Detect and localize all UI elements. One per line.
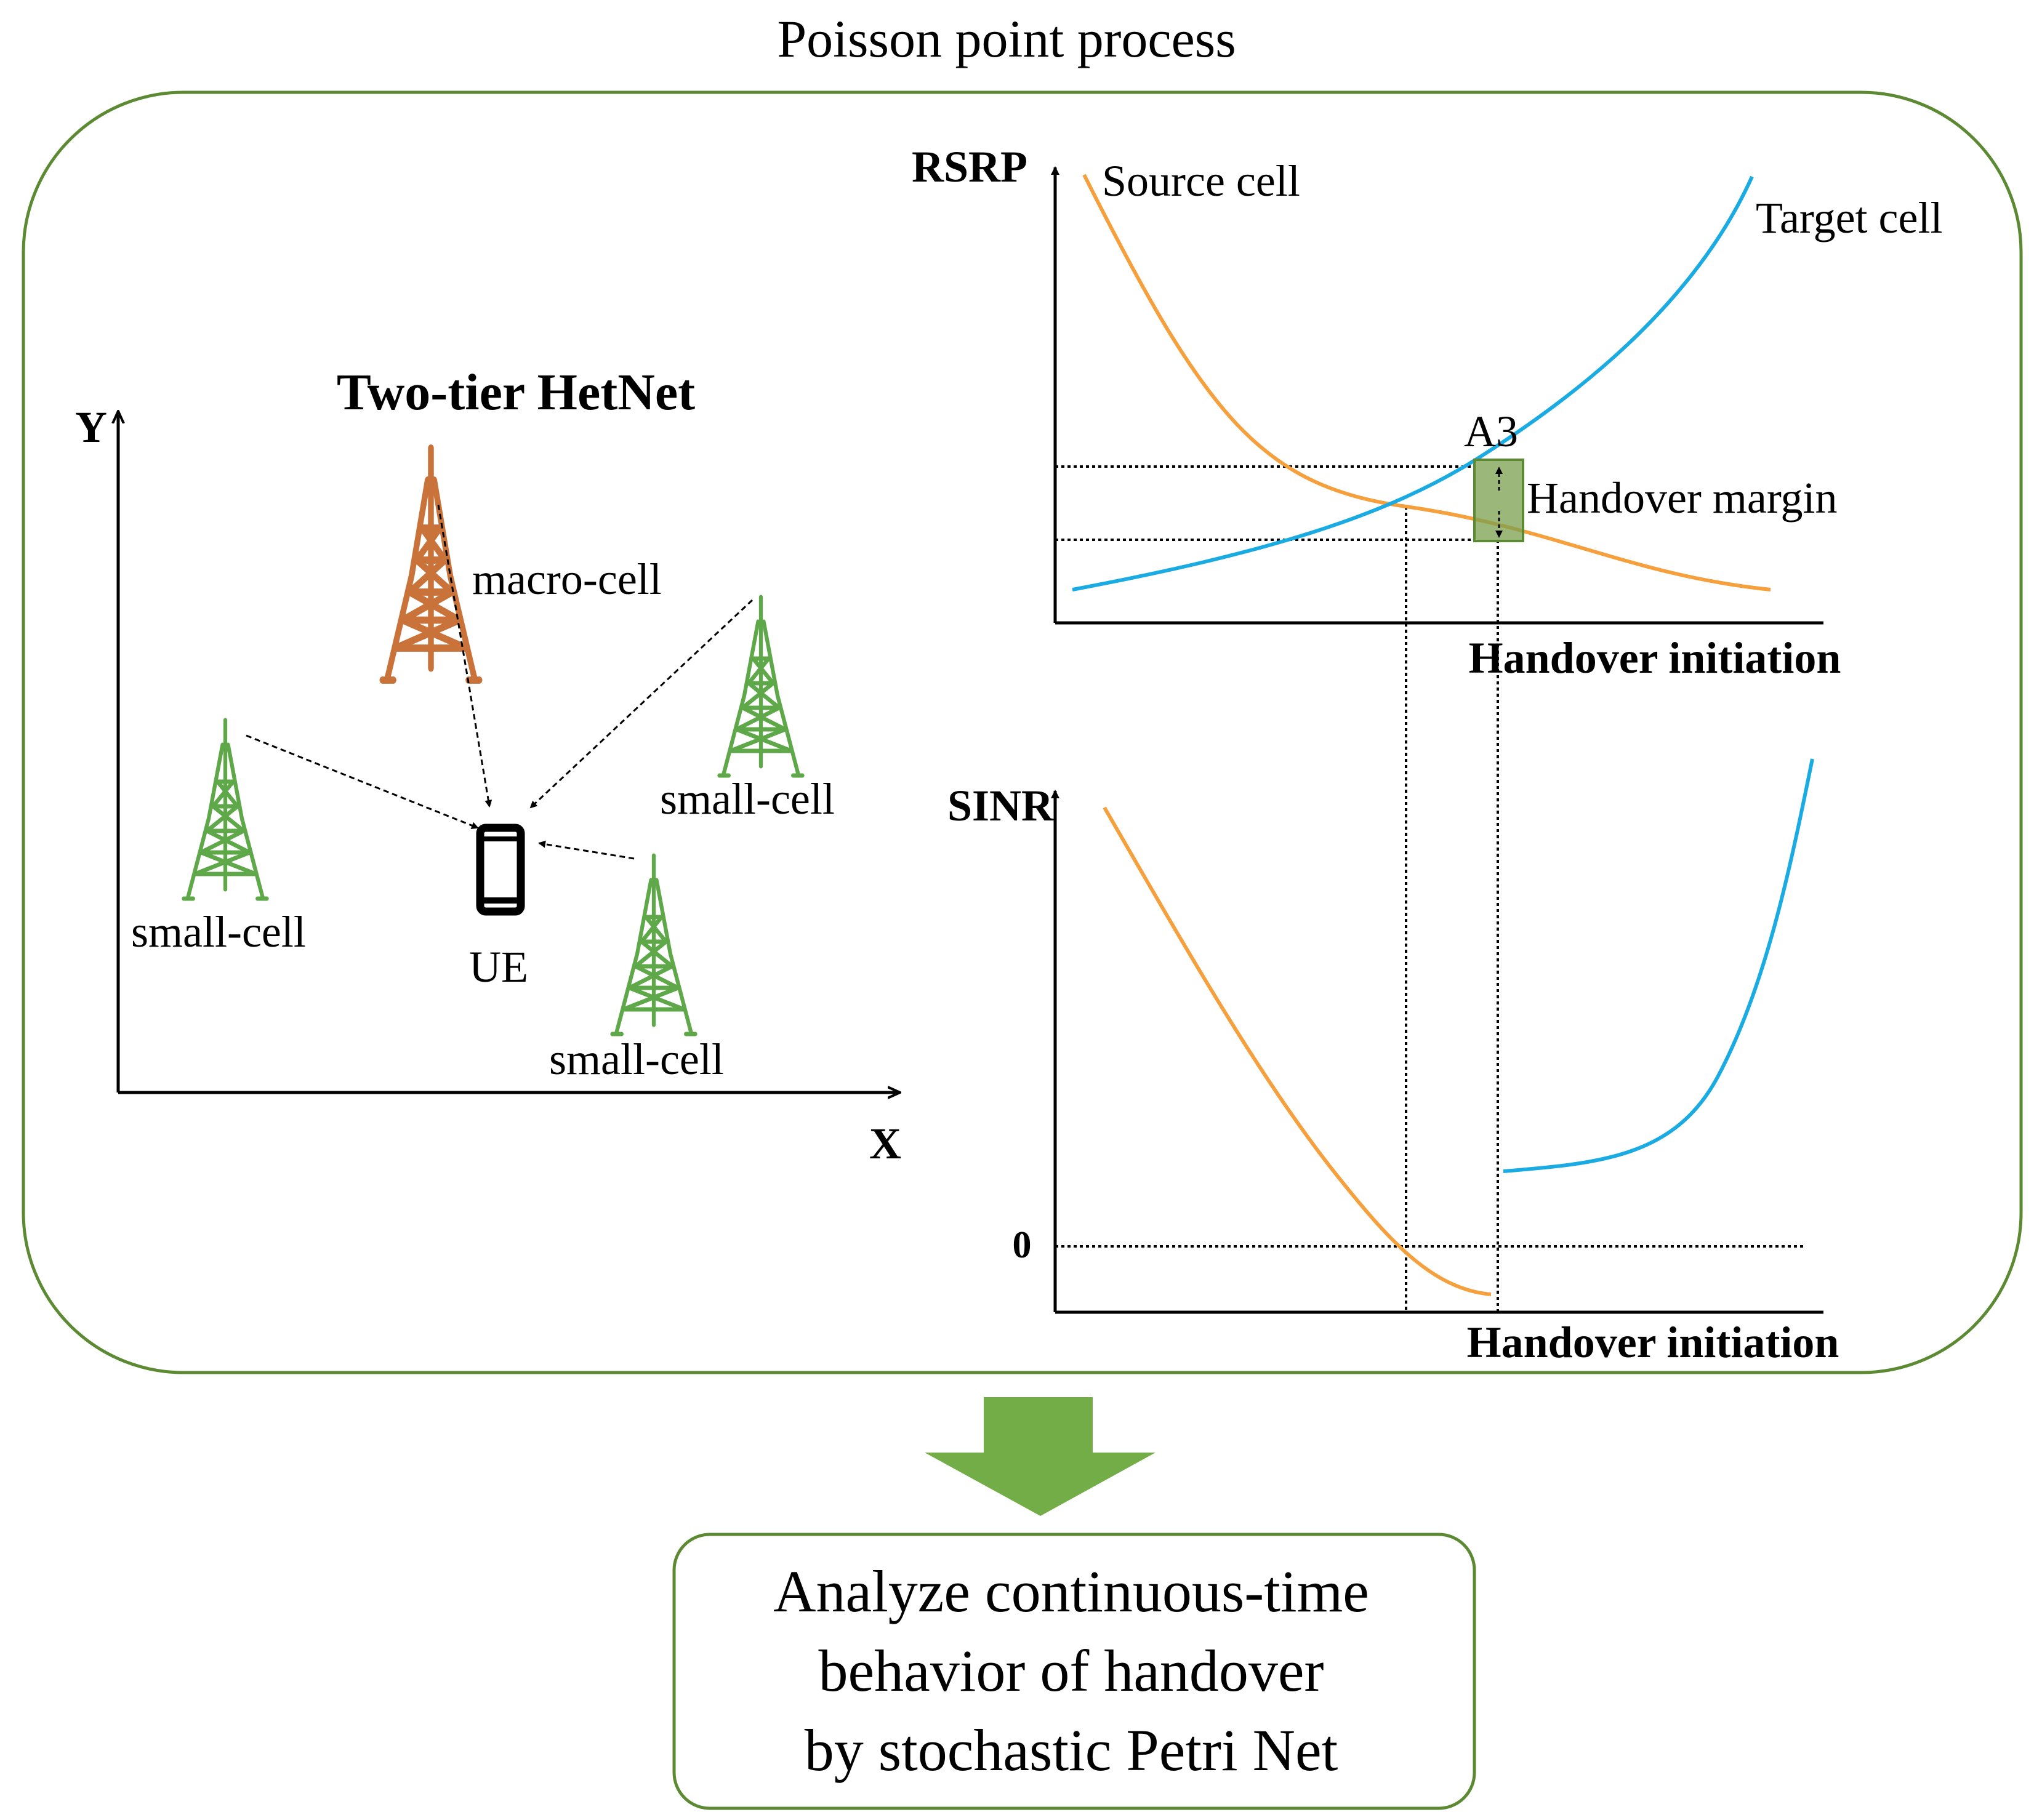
small-cell-label-left: small-cell [131,907,306,956]
signal-arrows [246,504,754,860]
sinr-target-curve [1503,758,1814,1173]
conclusion-line-1: Analyze continuous-time [773,1558,1369,1624]
small-cell-label-right: small-cell [660,774,835,824]
main-frame [22,90,2023,1374]
conclusion-box: Analyze continuous-time behavior of hand… [672,1533,1476,1810]
rsrp-target-curve [1072,175,1754,591]
small-cell-label-bottom: small-cell [549,1035,724,1084]
sinr-x-label: Handover initiation [1467,1318,1839,1367]
small-cell-tower-icon-bottom [613,856,696,1034]
a3-event-label: A3 [1464,407,1518,456]
flow-down-arrow [925,1397,1156,1516]
ue-phone-icon [476,824,525,916]
ue-label: UE [469,942,528,992]
sinr-zero-label: 0 [1013,1224,1032,1266]
macro-cell-label: macro-cell [472,555,662,604]
rsrp-plot: RSRP Source cell Target cell A3 Handover… [912,142,1942,1312]
hetnet-y-axis-label: Y [75,403,107,452]
rsrp-y-label: RSRP [912,142,1027,191]
page-title: Poisson point process [777,9,1236,68]
sinr-y-label: SINR [947,781,1054,830]
hetnet-title: Two-tier HetNet [337,364,695,421]
sinr-source-curve [1103,806,1492,1296]
handover-margin-box [1473,459,1524,542]
source-cell-label: Source cell [1102,156,1300,206]
macro-cell-tower-icon [382,448,480,680]
conclusion-line-2: behavior of handover [818,1638,1324,1704]
conclusion-line-3: by stochastic Petri Net [805,1717,1338,1783]
rsrp-source-curve [1082,174,1771,591]
sinr-plot: SINR 0 Handover initiation [947,758,1839,1367]
small-cell-tower-icon-left [184,720,267,899]
hetnet-x-axis-label: X [869,1119,901,1168]
hetnet-panel: Two-tier HetNet Y X [75,364,901,1168]
small-cell-tower-icon-right [720,597,803,776]
target-cell-label: Target cell [1756,193,1942,243]
handover-margin-label: Handover margin [1527,473,1838,523]
rsrp-x-label: Handover initiation [1469,633,1841,683]
